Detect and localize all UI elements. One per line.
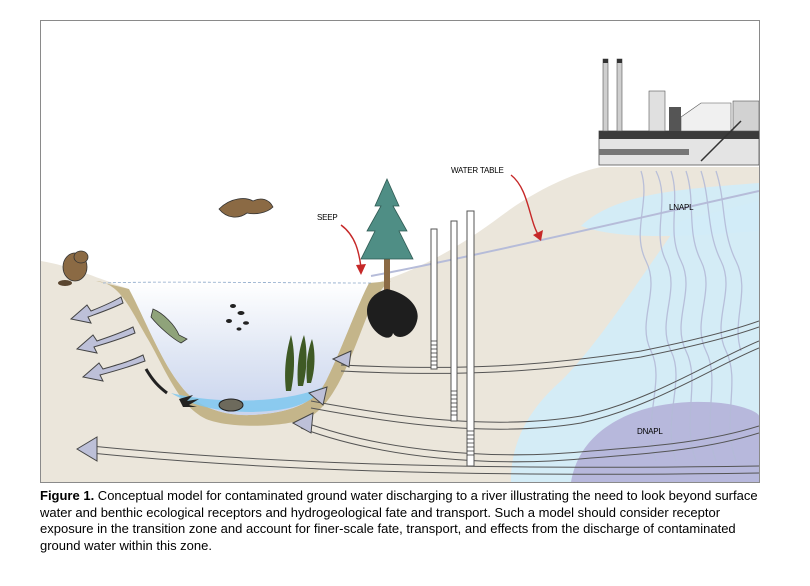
left-arrow-1 [69,296,124,324]
dnapl-pool [571,401,759,482]
figure-caption: Figure 1. Conceptual model for contamina… [40,488,766,554]
fish-body [150,308,188,344]
figure-frame: WATER TABLE SEEP LNAPL DNAPL [40,20,760,483]
label-water-table: WATER TABLE [451,166,504,175]
caption-text: Conceptual model for contaminated ground… [40,488,758,553]
tree-roots [367,289,418,338]
water-table-arrow [510,174,540,237]
tree-trunk [384,256,390,291]
left-arrow-3 [81,354,146,382]
monitoring-wells [430,210,475,467]
water-surface [102,281,372,284]
river-water [111,283,369,416]
groundwater-flow-lines [90,320,759,475]
conceptual-model-diagram: WATER TABLE SEEP LNAPL DNAPL [41,58,759,482]
leak-streams [639,170,743,462]
arrowhead-4 [76,436,98,462]
label-dnapl: DNAPL [637,427,663,436]
bird [218,198,274,218]
benthic-invertebrates [226,304,249,331]
tree-crown [360,178,414,260]
factory [598,58,759,166]
flow-arrowheads [76,350,352,462]
water-table-arrowhead [533,230,543,241]
well-1 [430,228,438,370]
riverbed-weed [179,395,199,407]
well-3 [466,210,475,467]
arrowhead-3 [291,412,314,434]
riverbed-water [171,387,323,412]
river-bank [96,281,391,426]
reed-1 [285,335,295,391]
mussel [218,398,244,412]
aquatic-plants [179,335,315,407]
well-screens [431,340,474,456]
seep-arrowhead [356,264,366,275]
riverbed-snake [144,368,168,395]
reed-2 [297,335,307,386]
beaver [58,250,89,286]
reed-3 [306,339,315,383]
tree [360,178,418,338]
arrowhead-2 [308,386,328,406]
left-arrow-2 [75,326,136,354]
seep-arrow [340,224,362,268]
well-2 [450,220,458,422]
left-flow-arrows [69,296,146,382]
fish [150,308,188,344]
label-seep: SEEP [317,213,338,222]
caption-label: Figure 1. [40,488,95,503]
arrowhead-1 [331,350,352,368]
label-lnapl: LNAPL [669,203,694,212]
